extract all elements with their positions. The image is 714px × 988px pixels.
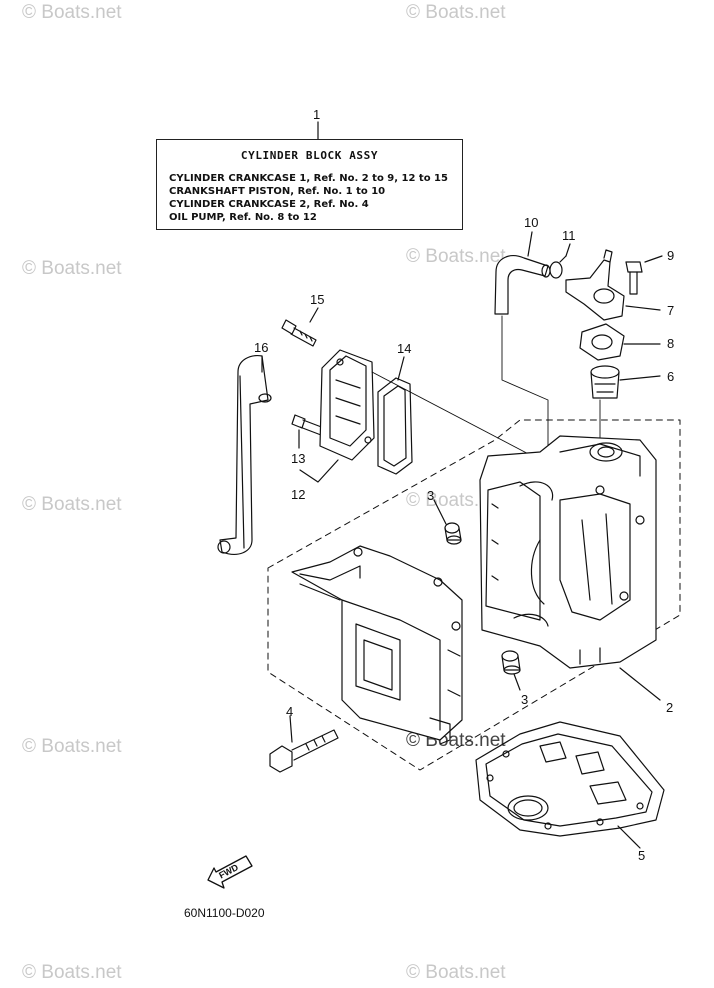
callout-13[interactable]: 13 [291, 451, 306, 466]
fwd-arrow-icon [207, 855, 253, 889]
callout-10[interactable]: 10 [524, 215, 539, 230]
leader-line-6 [619, 375, 661, 381]
parts-info-box: CYLINDER BLOCK ASSY CYLINDER CRANKCASE 1… [156, 139, 463, 230]
callout-16[interactable]: 16 [254, 340, 269, 355]
callout-14[interactable]: 14 [397, 341, 412, 356]
callout-3[interactable]: 3 [521, 692, 529, 707]
watermark: © Boats.net [406, 2, 506, 23]
leader-line-4 [289, 715, 293, 743]
dowel-pin-part-3-lower [501, 650, 521, 675]
cover-part-12 [319, 349, 375, 461]
watermark: © Boats.net [22, 2, 122, 23]
leader-line-10 [527, 231, 533, 257]
leader-line-2 [619, 667, 661, 701]
gasket-part-8 [579, 323, 625, 361]
bolt-part-9 [625, 261, 643, 295]
leader-line-15 [309, 307, 319, 323]
callout-12[interactable]: 12 [291, 487, 306, 502]
box-line: CYLINDER CRANKCASE 2, Ref. No. 4 [169, 199, 369, 210]
box-title: CYLINDER BLOCK ASSY [240, 149, 379, 162]
watermark: © Boats.net [406, 962, 506, 983]
box-line: OIL PUMP, Ref. No. 8 to 12 [169, 212, 317, 223]
gasket-part-14 [377, 377, 413, 475]
callout-5[interactable]: 5 [638, 848, 646, 863]
bolt-part-4 [269, 729, 339, 773]
leader-line-14 [397, 356, 405, 381]
watermark: © Boats.net [22, 736, 122, 757]
gasket-part-5 [475, 721, 665, 837]
callout-9[interactable]: 9 [667, 248, 675, 263]
callout-7[interactable]: 7 [667, 303, 675, 318]
leader-line-12 [299, 459, 339, 483]
watermark: © Boats.net [406, 246, 506, 267]
leader-line-3-lower [513, 673, 521, 691]
pump-housing-part-7 [565, 249, 625, 321]
leader-line-11 [565, 243, 571, 257]
callout-4[interactable]: 4 [286, 704, 294, 719]
watermark: © Boats.net [22, 494, 122, 515]
watermark: © Boats.net [22, 258, 122, 279]
hose-part-10 [494, 255, 551, 315]
callout-15[interactable]: 15 [310, 292, 325, 307]
leader-line-7 [625, 305, 661, 311]
leader-line-9 [644, 255, 663, 263]
diagram-code: 60N1100-D020 [184, 906, 265, 920]
hose-part-16 [217, 355, 272, 555]
clip-part-11 [549, 255, 567, 279]
connection-line-10 [501, 315, 549, 471]
leader-line-5 [617, 825, 641, 849]
callout-6[interactable]: 6 [667, 369, 675, 384]
bolt-part-15 [281, 319, 317, 347]
dowel-pin-part-3-upper [444, 522, 462, 545]
box-line: CYLINDER CRANKCASE 1, Ref. No. 2 to 9, 1… [169, 173, 448, 184]
box-line: CRANKSHAFT PISTON, Ref. No. 1 to 10 [169, 186, 386, 197]
callout-1[interactable]: 1 [313, 107, 321, 122]
watermark: © Boats.net [22, 962, 122, 983]
thermostat-part-6 [590, 365, 620, 399]
crankcase-half-front [291, 545, 463, 745]
assembly-boundary [267, 419, 681, 771]
callout-11[interactable]: 11 [562, 228, 576, 243]
bolt-part-13 [291, 414, 325, 436]
cylinder-crankcase-part-2 [479, 435, 657, 669]
alignment-line [371, 371, 541, 461]
callout-3[interactable]: 3 [427, 488, 435, 503]
leader-line-3-upper [433, 499, 447, 525]
callout-2[interactable]: 2 [666, 700, 674, 715]
callout-8[interactable]: 8 [667, 336, 675, 351]
